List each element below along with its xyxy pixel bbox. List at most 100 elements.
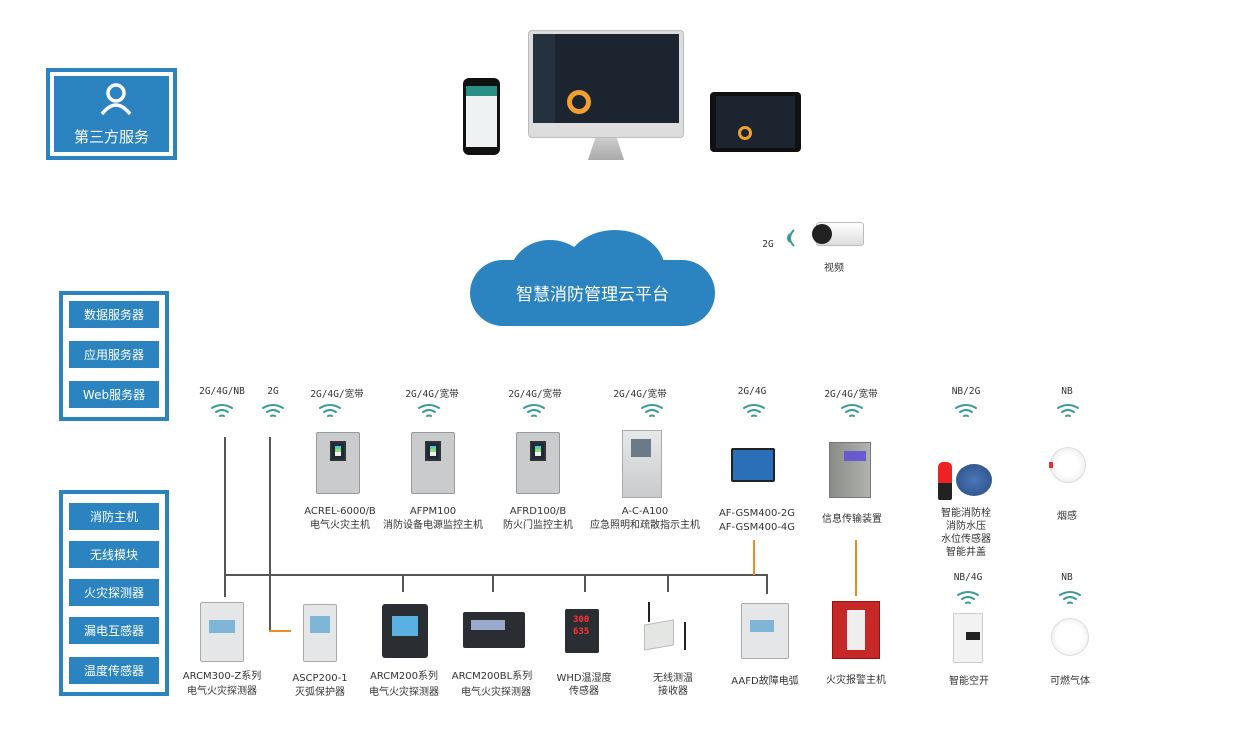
fire-alarm-host-device xyxy=(832,601,880,659)
network-label: 2G xyxy=(267,386,279,397)
wifi-icon xyxy=(318,403,342,419)
network-label: NB/4G xyxy=(953,572,983,583)
fire-host-item: 消防主机 xyxy=(69,503,159,530)
aafd-device xyxy=(741,603,789,659)
whd-display-top: 300 xyxy=(573,615,590,625)
smart-breaker-device xyxy=(953,613,983,663)
cloud-platform: 智慧消防管理云平台 xyxy=(470,230,715,330)
connector-line xyxy=(269,437,271,630)
network-label: 2G/4G/宽带 xyxy=(508,389,562,400)
device-type-panel: 消防主机 无线模块 火灾探测器 漏电互感器 温度传感器 xyxy=(59,490,169,696)
camera-label: 视频 xyxy=(824,263,844,274)
wifi-icon xyxy=(840,403,864,419)
device-name: 信息传输装置 xyxy=(822,514,882,525)
afpm100-cabinet xyxy=(411,432,455,494)
device-name: 防火门监控主机 xyxy=(503,520,573,531)
signal-icon xyxy=(787,229,795,247)
device-model: AFRD100/B xyxy=(509,506,567,517)
web-server: Web服务器 xyxy=(69,381,159,408)
tablet-image xyxy=(710,92,801,152)
network-label: 2G/4G/NB xyxy=(199,386,245,397)
device-name: 消防设备电源监控主机 xyxy=(383,520,483,531)
wifi-icon xyxy=(1058,590,1082,606)
network-label: NB xyxy=(1061,386,1073,397)
hydrant-and-manhole-image xyxy=(936,460,996,502)
whd-display-bottom: 635 xyxy=(573,627,590,637)
device-name: 智能井盖 xyxy=(946,547,986,558)
device-name: 应急照明和疏散指示主机 xyxy=(590,520,700,531)
server-panel: 数据服务器 应用服务器 Web服务器 xyxy=(59,291,169,421)
cloud-platform-label: 智慧消防管理云平台 xyxy=(516,285,669,305)
device-model: AFPM100 xyxy=(409,506,457,517)
monitor-stand xyxy=(588,138,624,160)
smoke-detector-image xyxy=(1049,447,1086,483)
connector-line xyxy=(402,574,404,592)
camera-image xyxy=(806,218,864,252)
leakage-transformer-item: 漏电互感器 xyxy=(69,617,159,644)
network-label: 2G/4G/宽带 xyxy=(310,389,364,400)
device-model: ARCM300-Z系列 xyxy=(182,671,262,682)
device-model: AF-GSM400-2G xyxy=(718,508,796,519)
phone-image xyxy=(463,78,500,155)
third-party-label: 第三方服务 xyxy=(73,128,149,146)
device-name: 电气火灾探测器 xyxy=(369,687,439,698)
application-server: 应用服务器 xyxy=(69,341,159,368)
user-icon xyxy=(100,83,132,116)
connector-line xyxy=(766,574,768,594)
wifi-icon xyxy=(742,403,766,419)
connector-line xyxy=(492,574,494,592)
a-c-a100-console xyxy=(622,430,662,498)
device-name: 传感器 xyxy=(569,686,599,697)
device-name: 可燃气体 xyxy=(1050,676,1090,687)
af-gsm400-module xyxy=(731,448,775,482)
device-name: 智能消防栓 xyxy=(941,508,991,519)
network-label: 2G/4G/宽带 xyxy=(405,389,459,400)
network-label: NB xyxy=(1061,572,1073,583)
wifi-icon xyxy=(417,403,441,419)
gas-detector-device xyxy=(1051,618,1089,656)
device-name: 智能空开 xyxy=(949,676,989,687)
wifi-icon xyxy=(261,403,285,419)
acrel-6000-cabinet xyxy=(316,432,360,494)
connector-line xyxy=(667,574,669,592)
whd-sensor-device: 300 635 xyxy=(565,609,599,653)
device-name: 电气火灾主机 xyxy=(310,520,370,531)
temperature-sensor-item: 温度传感器 xyxy=(69,657,159,684)
device-name: 烟感 xyxy=(1057,511,1077,522)
device-model: ARCM200BL系列 xyxy=(451,671,533,682)
device-name: 电气火灾探测器 xyxy=(187,686,257,697)
device-model: A-C-A100 xyxy=(621,506,669,517)
wifi-icon xyxy=(956,590,980,606)
arcm200-device xyxy=(382,604,428,658)
wifi-icon xyxy=(954,403,978,419)
info-transmission-device xyxy=(829,442,871,498)
ascp200-device xyxy=(303,604,337,662)
wifi-icon xyxy=(640,403,664,419)
data-server: 数据服务器 xyxy=(69,301,159,328)
device-name: 水位传感器 xyxy=(941,534,991,545)
network-label: 2G/4G/宽带 xyxy=(824,389,878,400)
network-label: 2G/4G xyxy=(737,386,767,397)
device-model: ARCM200系列 xyxy=(370,671,438,682)
connector-line-orange xyxy=(269,630,291,632)
connector-line xyxy=(224,437,226,597)
camera-network: 2G xyxy=(762,239,774,250)
fire-detector-item: 火灾探测器 xyxy=(69,579,159,606)
device-model: WHD温湿度 xyxy=(556,673,612,684)
wifi-icon xyxy=(210,403,234,419)
connector-line xyxy=(584,574,586,592)
third-party-service-box: 第三方服务 xyxy=(46,68,177,160)
wireless-receiver-device xyxy=(638,598,698,658)
network-label: NB/2G xyxy=(951,386,981,397)
arcm300-device xyxy=(200,602,244,662)
device-name: 接收器 xyxy=(658,686,688,697)
device-model: ASCP200-1 xyxy=(292,673,348,684)
device-name: 火灾报警主机 xyxy=(826,675,886,686)
network-label: 2G/4G/宽带 xyxy=(613,389,667,400)
device-model-alt: AF-GSM400-4G xyxy=(718,522,796,533)
device-name: AAFD故障电弧 xyxy=(731,676,799,687)
device-name: 灭弧保护器 xyxy=(295,687,345,698)
wifi-icon xyxy=(1056,403,1080,419)
device-model: 无线测温 xyxy=(653,673,693,684)
afrd100-cabinet xyxy=(516,432,560,494)
